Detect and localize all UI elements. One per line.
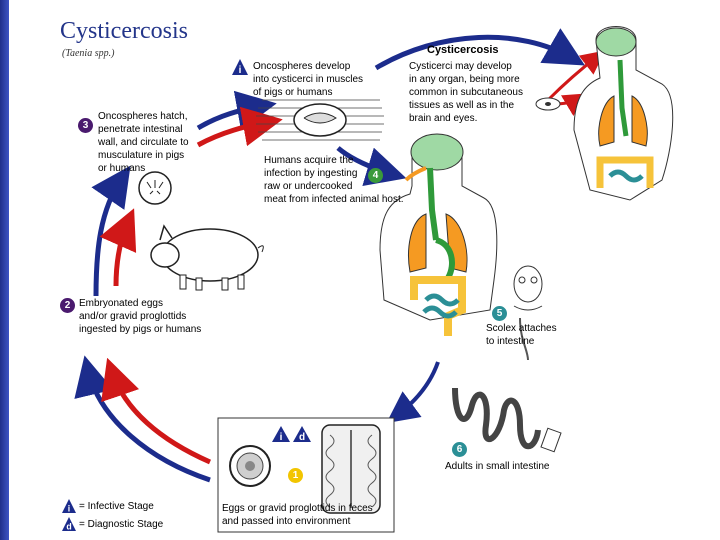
- step-5-text: Scolex attaches to intestine: [486, 323, 557, 347]
- step-4-text: Humans acquire the infection by ingestin…: [264, 155, 404, 205]
- arrow-env-to-ingest-blue: [74, 355, 211, 483]
- small-intestine-small: [608, 169, 644, 183]
- svg-text:i: i: [239, 65, 242, 75]
- brain-large: [410, 133, 464, 171]
- legend-diagnostic-label: = Diagnostic Stage: [79, 518, 164, 530]
- step-6-text: Adults in small intestine: [445, 461, 550, 472]
- lung-left-large: [408, 213, 427, 273]
- gravid-proglottid-illustration: [321, 424, 381, 514]
- svg-text:d: d: [299, 432, 305, 442]
- human-body-large: [379, 133, 498, 336]
- legend-infective: i = Infective Stage: [62, 499, 154, 513]
- svg-text:d: d: [66, 521, 71, 531]
- step-4-badge: 4: [368, 168, 383, 183]
- oncosphere-illustration: [138, 171, 172, 205]
- large-intestine: [410, 276, 466, 336]
- human-body-small: [573, 26, 674, 201]
- slide-sidebar-bar: [0, 0, 9, 540]
- diagram-subtitle: (Taenia spp.): [62, 48, 115, 59]
- diagnostic-stage-icon: d: [62, 517, 76, 531]
- small-intestine-large: [422, 293, 460, 319]
- step-6-badge: 6: [452, 442, 467, 457]
- lung-left-small: [598, 95, 615, 147]
- step-1-text: Eggs or gravid proglottids in feces and …: [222, 503, 373, 527]
- adult-worm-illustration: [452, 387, 562, 453]
- egg-illustration: [229, 445, 271, 487]
- arrow-hatch-to-muscle-red: [196, 106, 283, 148]
- lung-right-small: [631, 95, 648, 147]
- cysticerci-develop-text: Oncospheres develop into cysticerci in m…: [253, 61, 364, 98]
- step-3-text: Oncospheres hatch, penetrate intestinal …: [98, 111, 189, 174]
- legend-diagnostic: d = Diagnostic Stage: [62, 517, 163, 531]
- infective-badge-env: i: [272, 426, 290, 442]
- step-2-badge: 2: [60, 298, 75, 313]
- arrow-muscle-to-cysticercosis: [374, 28, 585, 71]
- cysticercus-in-muscle-illustration: [256, 99, 384, 141]
- stomach-large: [434, 237, 455, 280]
- arrow-ingest-to-hatch-red: [99, 208, 137, 287]
- cysticercosis-box-title: Cysticercosis: [427, 44, 499, 56]
- infective-stage-icon: i: [62, 499, 76, 513]
- arrow-env-to-ingest-red: [101, 357, 212, 465]
- svg-text:i: i: [280, 432, 283, 442]
- arrow-human-to-env: [386, 361, 440, 424]
- large-intestine-small: [596, 156, 654, 188]
- svg-text:i: i: [68, 503, 70, 513]
- digestive-tract-large: [427, 167, 439, 241]
- step-2-text: Embryonated eggs and/or gravid proglotti…: [79, 298, 202, 335]
- step-1-badge: 1: [288, 468, 303, 483]
- digestive-tract-small: [617, 59, 629, 137]
- diagram-title: Cysticercosis: [60, 18, 188, 44]
- brain-small: [595, 27, 637, 57]
- scolex-illustration: [513, 265, 543, 361]
- cyst-near-eye: [535, 97, 561, 111]
- pig-illustration: [150, 224, 264, 291]
- diagnostic-badge-env: d: [293, 426, 311, 442]
- cysticercosis-box-text: Cysticerci may develop in any organ, bei…: [409, 61, 523, 124]
- legend-infective-label: = Infective Stage: [79, 500, 154, 512]
- arrow-muscle-to-human: [336, 146, 407, 186]
- infective-badge-muscle: i: [232, 59, 248, 75]
- step-5-badge: 5: [492, 306, 507, 321]
- step-3-badge: 3: [78, 118, 93, 133]
- arrow-cyst-to-brain: [546, 50, 606, 102]
